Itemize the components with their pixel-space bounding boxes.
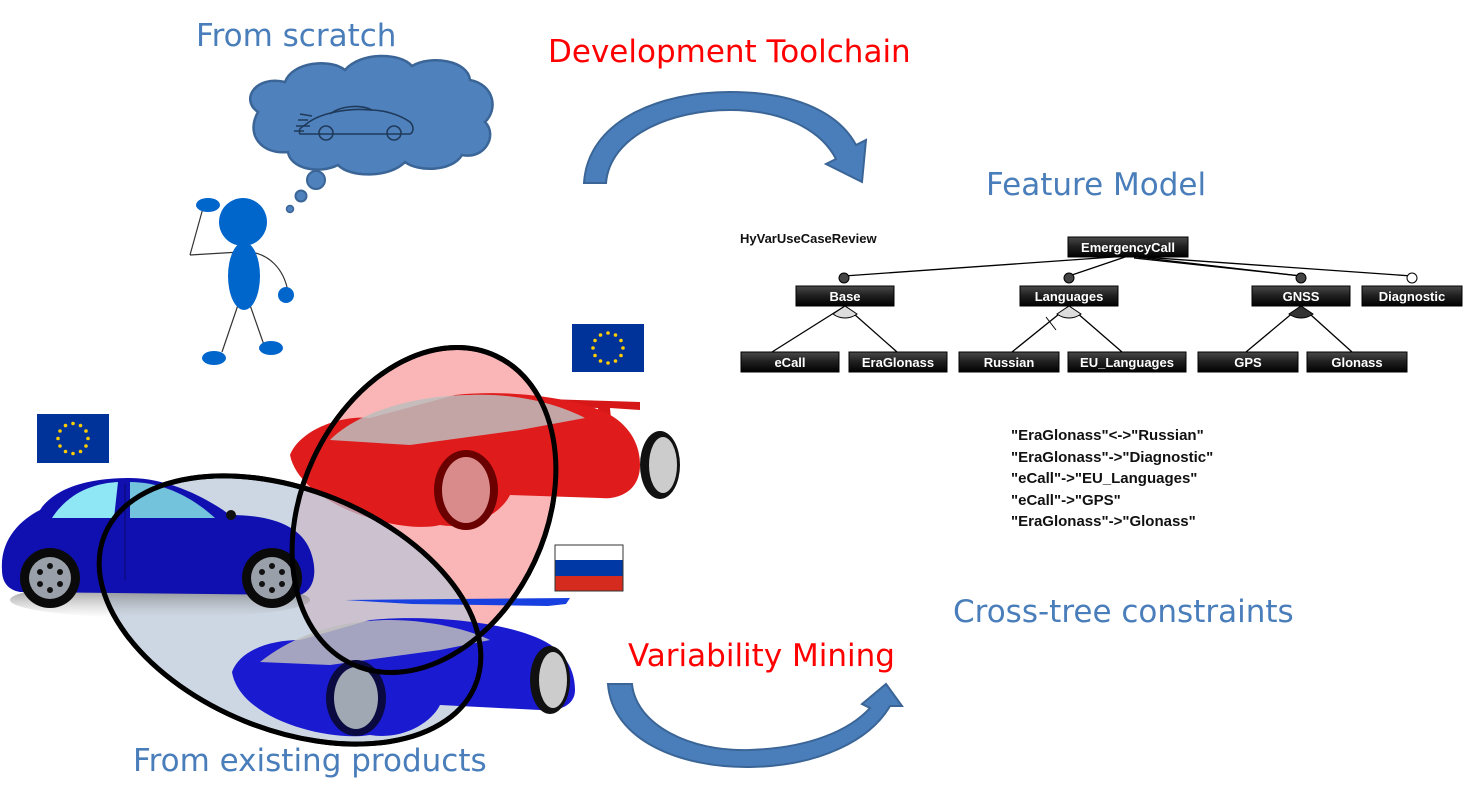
from-existing-products-label: From existing products	[133, 743, 487, 779]
eu-star-icon	[56, 436, 60, 441]
feature-model-label: Feature Model	[986, 167, 1207, 203]
svg-text:Languages: Languages	[1035, 289, 1104, 304]
eu-star-icon	[606, 331, 610, 335]
constraint: "EraGlonass"->"Diagnostic"	[1011, 448, 1214, 466]
car-sketch-icon	[294, 105, 414, 141]
blue-concept-car	[232, 598, 575, 737]
eu-flag-icon	[37, 414, 109, 463]
eu-star-icon	[593, 338, 597, 343]
eu-star-icon	[84, 444, 88, 448]
eu-star-icon	[598, 333, 603, 337]
blue-compact-car	[1, 478, 315, 618]
eu-star-icon	[619, 338, 623, 343]
svg-text:GNSS: GNSS	[1283, 289, 1320, 304]
eu-star-icon	[598, 359, 603, 363]
svg-text:Diagnostic: Diagnostic	[1379, 289, 1445, 304]
or-group-arc	[1056, 305, 1082, 319]
eu-star-icon	[621, 346, 625, 350]
thought-cloud	[248, 54, 494, 214]
eu-star-icon	[84, 429, 88, 433]
feature-model-tree: EmergencyCall Base Languages GNSS Diagno…	[740, 236, 1463, 373]
eu-star-icon	[593, 353, 597, 358]
feature-node[interactable]: GNSS	[1251, 285, 1351, 307]
svg-text:GPS: GPS	[1234, 355, 1262, 370]
feature-node[interactable]: Glonass	[1306, 351, 1408, 373]
eu-star-icon	[71, 451, 75, 456]
svg-text:EU_Languages: EU_Languages	[1080, 355, 1174, 370]
alternative-group-arc	[1288, 305, 1314, 319]
eu-star-icon	[71, 421, 75, 426]
cross-tree-constraints-list: "EraGlonass"<->"Russian" "EraGlonass"->"…	[1011, 425, 1213, 533]
mandatory-marker	[1063, 272, 1075, 284]
existing-products-illustration	[1, 345, 680, 747]
eu-star-icon	[619, 353, 623, 358]
feature-node[interactable]: EU_Languages	[1067, 351, 1187, 373]
eu-star-icon	[613, 333, 618, 337]
eu-star-icon	[78, 449, 83, 454]
svg-text:Russian: Russian	[984, 355, 1035, 370]
eu-star-icon	[63, 449, 68, 454]
eu-star-icon	[63, 423, 68, 428]
feature-node[interactable]: Base	[795, 285, 895, 307]
stick-figure-icon	[189, 198, 294, 365]
eu-star-icon	[606, 361, 610, 365]
mandatory-marker	[838, 272, 850, 284]
constraint: "eCall"->"EU_Languages"	[1011, 470, 1198, 487]
svg-text:Base: Base	[829, 289, 860, 304]
eu-star-icon	[86, 436, 90, 441]
feature-node[interactable]: EraGlonass	[848, 351, 948, 373]
feature-node[interactable]: eCall	[740, 351, 840, 373]
svg-text:EmergencyCall: EmergencyCall	[1081, 240, 1175, 255]
feature-node-root[interactable]: EmergencyCall	[1067, 236, 1189, 258]
feature-node[interactable]: GPS	[1197, 351, 1299, 373]
svg-text:EraGlonass: EraGlonass	[862, 355, 934, 370]
eu-star-icon	[58, 444, 62, 448]
or-group-arc	[832, 305, 858, 319]
optional-marker	[1406, 272, 1418, 284]
eu-star-icon	[613, 359, 618, 363]
development-toolchain-label: Development Toolchain	[548, 34, 911, 70]
feature-node[interactable]: Diagnostic	[1361, 285, 1463, 307]
constraint: "eCall"->"GPS"	[1011, 491, 1121, 509]
from-scratch-label: From scratch	[196, 18, 397, 54]
eu-star-icon	[58, 429, 62, 433]
russia-flag-icon	[554, 544, 624, 592]
feature-node[interactable]: Russian	[958, 351, 1060, 373]
eu-star-icon	[591, 346, 595, 350]
constraint: "EraGlonass"->"Glonass"	[1011, 513, 1196, 530]
mandatory-marker	[1295, 272, 1307, 284]
development-toolchain-arrow	[582, 90, 868, 184]
feature-model-title: HyVarUseCaseReview	[740, 231, 877, 246]
feature-node[interactable]: Languages	[1019, 285, 1119, 307]
svg-text:eCall: eCall	[774, 355, 805, 370]
variability-mining-label: Variability Mining	[628, 638, 895, 674]
eu-flag-icon	[572, 324, 644, 372]
svg-text:Glonass: Glonass	[1331, 355, 1382, 370]
variability-mining-arrow	[606, 682, 904, 769]
cross-tree-constraints-label: Cross-tree constraints	[953, 594, 1294, 630]
eu-star-icon	[78, 423, 83, 428]
constraint: "EraGlonass"<->"Russian"	[1011, 427, 1204, 444]
